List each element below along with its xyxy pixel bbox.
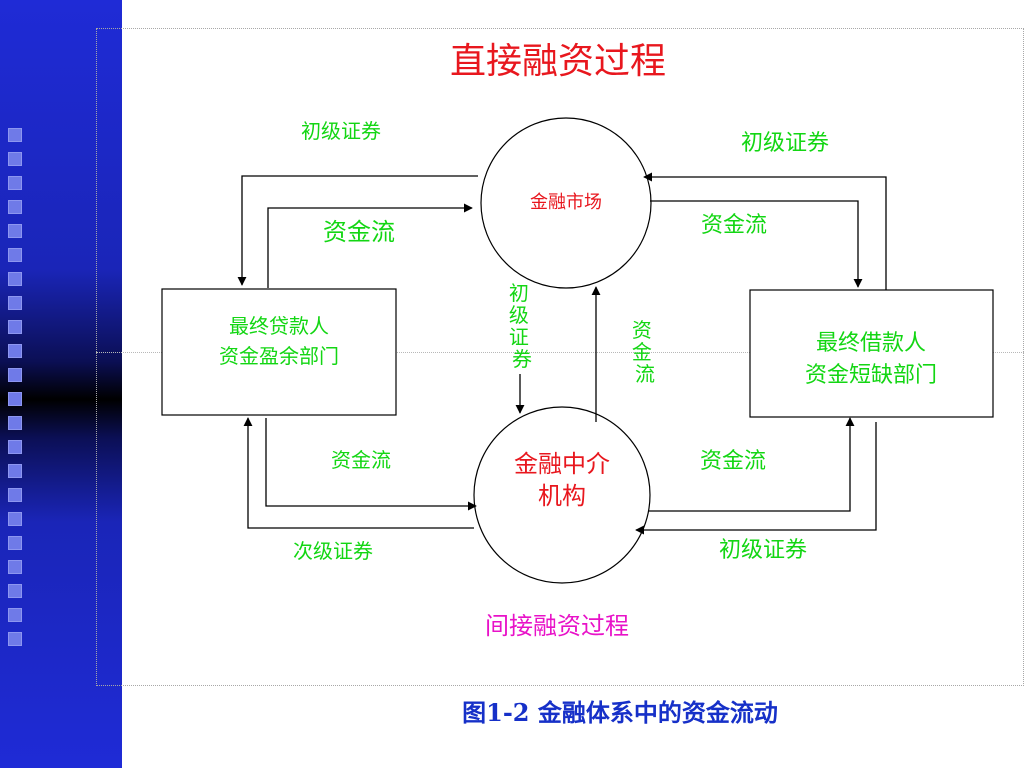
vertical-char: 初: [509, 281, 529, 305]
arrow-borrower-to-intermediary: [635, 422, 877, 535]
band-square: [8, 560, 22, 574]
band-square: [8, 368, 22, 382]
band-square: [8, 584, 22, 598]
arrow-borrower-to-market: [643, 172, 887, 290]
band-square: [8, 128, 22, 142]
vertical-char: 证: [509, 325, 529, 349]
label-bottom-left-funds: 资金流: [331, 448, 391, 472]
vertical-char: 金: [632, 340, 652, 364]
vertical-char: 资: [632, 318, 652, 342]
band-square: [8, 512, 22, 526]
final-lender-box: [161, 288, 397, 416]
page-title: 直接融资过程: [450, 41, 666, 82]
band-square: [8, 200, 22, 214]
band-square: [8, 296, 22, 310]
lender-label-line1: 最终贷款人: [229, 314, 329, 338]
band-square: [8, 224, 22, 238]
band-square: [8, 320, 22, 334]
band-square: [8, 344, 22, 358]
label-top-right-funds: 资金流: [701, 213, 767, 238]
arrow-intermediary-to-lender: [243, 417, 474, 529]
borrower-label-line1: 最终借款人: [816, 331, 926, 356]
indirect-finance-title: 间接融资过程: [485, 612, 629, 640]
band-square: [8, 176, 22, 190]
label-bottom-right-funds: 资金流: [700, 449, 766, 474]
label-top-left-funds: 资金流: [323, 218, 395, 246]
band-square: [8, 272, 22, 286]
band-square: [8, 608, 22, 622]
figure-caption: 图1-2 金融体系中的资金流动: [462, 698, 778, 727]
guide-rule: [96, 352, 1024, 353]
band-square: [8, 416, 22, 430]
lender-label-line2: 资金盈余部门: [219, 344, 339, 368]
arrow-market-to-lender: [237, 175, 478, 286]
band-square: [8, 632, 22, 646]
band-square: [8, 488, 22, 502]
left-decorative-band: [0, 0, 122, 768]
arrow-intermediary-to-borrower: [648, 417, 855, 512]
band-square: [8, 464, 22, 478]
arrow-lender-to-market: [267, 203, 473, 288]
vertical-char: 券: [512, 347, 532, 371]
band-square: [8, 536, 22, 550]
label-top-left-securities: 初级证券: [301, 119, 381, 143]
arrow-lender-to-intermediary: [265, 418, 477, 511]
label-bottom-left-securities: 次级证券: [293, 539, 373, 563]
label-top-right-securities: 初级证券: [741, 131, 829, 156]
label-center-securities: 初 级 证 券: [509, 281, 535, 371]
band-square: [8, 152, 22, 166]
arrow-market-to-borrower: [650, 200, 863, 288]
intermediary-label-line1: 金融中介: [514, 450, 610, 478]
band-square: [8, 248, 22, 262]
financial-market-node: [480, 117, 652, 289]
financial-intermediary-node: [473, 406, 651, 584]
borrower-label-line2: 资金短缺部门: [805, 363, 937, 388]
intermediary-label-line2: 机构: [538, 482, 586, 510]
vertical-char: 流: [635, 362, 655, 386]
final-borrower-box: [749, 289, 994, 418]
label-center-funds: 资 金 流: [632, 318, 658, 386]
label-bottom-right-securities: 初级证券: [719, 538, 807, 563]
financial-market-label: 金融市场: [530, 192, 602, 213]
band-square: [8, 440, 22, 454]
vertical-char: 级: [509, 303, 529, 327]
band-square: [8, 392, 22, 406]
